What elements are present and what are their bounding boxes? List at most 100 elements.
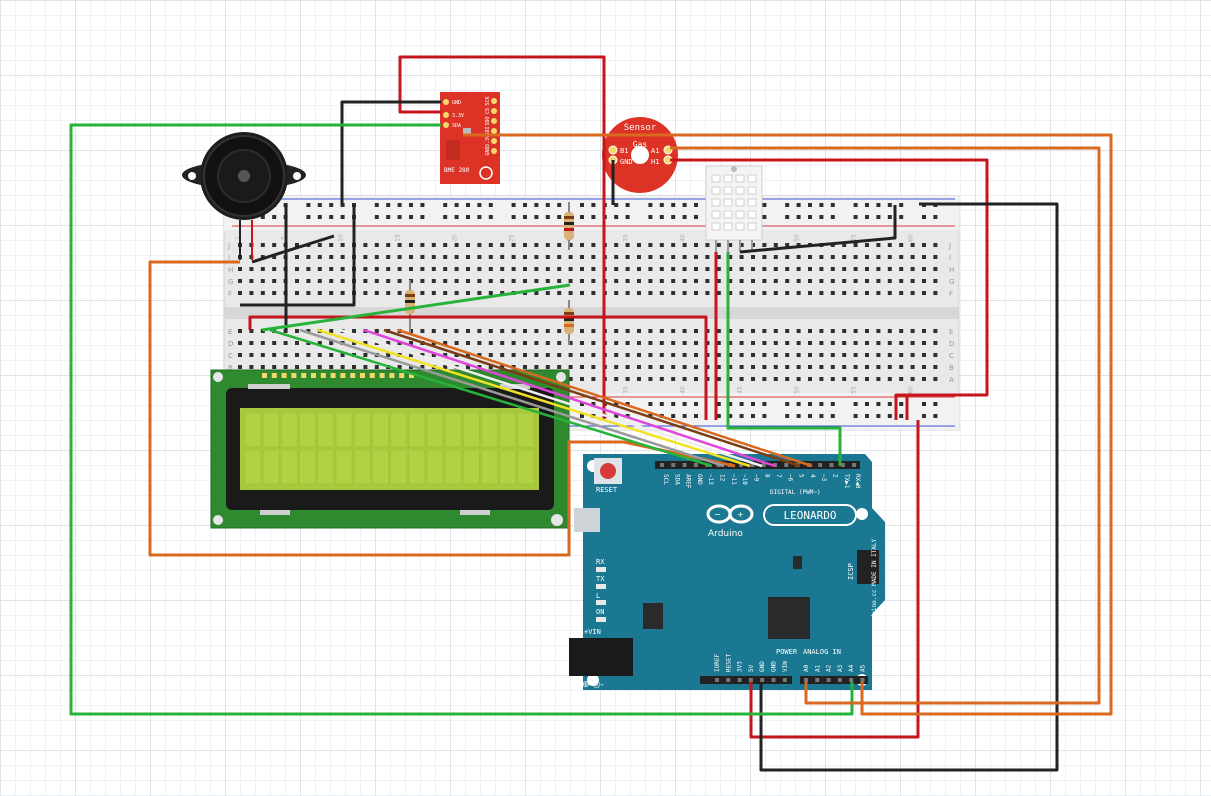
row-letter: J xyxy=(227,242,230,250)
vin-label: +VIN xyxy=(584,628,601,636)
polarity-icon: ⊕-◎- xyxy=(582,680,604,690)
wire-data-gray xyxy=(299,328,725,468)
digital-pin-label: SCL xyxy=(662,474,669,485)
power-header xyxy=(700,676,792,684)
icsp-label: ICSP xyxy=(847,563,855,580)
row-letter: H xyxy=(228,266,233,274)
bme-pin-label: 3.3V xyxy=(452,113,464,119)
wire-black-buzzer-gnd xyxy=(251,234,335,264)
row-letter: A xyxy=(949,376,954,384)
led-tx-label: TX xyxy=(596,575,605,583)
row-letter: F xyxy=(949,290,953,298)
row-letter: C xyxy=(228,352,233,360)
wires xyxy=(69,55,1113,772)
digital-label: DIGITAL (PWM~) xyxy=(770,489,821,496)
digital-pin-label: ~13 xyxy=(707,474,714,485)
column-number: 45 xyxy=(737,386,744,394)
column-number: 5 xyxy=(281,236,288,240)
voltage-regulator xyxy=(643,603,663,629)
arduino-side-text: www.arduino.cc MADE IN ITALY xyxy=(871,538,878,640)
reset-button-cap xyxy=(600,463,616,479)
digital-pin-label: RX◀0 xyxy=(854,474,861,489)
column-number: 40 xyxy=(680,234,687,242)
analog-header xyxy=(800,676,868,684)
lcd-character-cells xyxy=(244,412,535,485)
wire-black-dht-gnd xyxy=(739,205,897,254)
wire-red-bottom-rail xyxy=(894,393,906,420)
power-pin-label: 3V3 xyxy=(737,661,744,672)
row-letter: I xyxy=(228,254,230,262)
lcd-header-pins xyxy=(262,373,414,378)
row-letter: C xyxy=(949,352,954,360)
digital-pin-label: ~11 xyxy=(730,474,737,485)
analog-pin-label: A1 xyxy=(814,664,821,672)
board-name: LEONARDO xyxy=(784,509,837,522)
wire-data-green xyxy=(269,328,713,468)
wire-red-dht-5v xyxy=(670,158,989,420)
piezo-buzzer xyxy=(182,132,306,260)
wire-green-dht-data xyxy=(726,252,842,466)
digital-pin-label: ~6 xyxy=(786,474,793,482)
wire-data-pink xyxy=(363,328,776,468)
gas-sensor-subtitle: Gas xyxy=(633,140,648,149)
column-number: 35 xyxy=(623,386,630,394)
wire-black-bme-gnd xyxy=(340,100,441,205)
board-name-badge xyxy=(763,504,857,526)
power-label: POWER xyxy=(776,648,798,656)
wire-orange-gas-a1 xyxy=(670,146,1101,705)
bme-pin-label: GND xyxy=(452,100,461,106)
wire-orange-buzzer xyxy=(148,260,736,557)
column-number: 35 xyxy=(623,234,630,242)
column-number: 40 xyxy=(680,386,687,394)
svg-text:−: − xyxy=(714,510,721,519)
reset-label: RESET xyxy=(596,486,618,494)
digital-pin-label: 5 xyxy=(798,474,805,478)
digital-pin-label: 4 xyxy=(809,474,816,478)
column-number: 20 xyxy=(452,234,459,242)
arduino-logo-icon: − + xyxy=(706,504,754,524)
power-pin-label: RESET xyxy=(725,654,732,672)
column-number: 50 xyxy=(794,386,801,394)
power-pin-label: GND xyxy=(759,661,766,672)
power-pin-label: VIN xyxy=(782,661,789,672)
wire-green-lcd xyxy=(261,283,571,332)
digital-pin-label: ~9 xyxy=(752,474,759,482)
digital-pin-label: 7 xyxy=(775,474,782,478)
led-rx-label: RX xyxy=(596,558,605,566)
bme-pin-label: SCK xyxy=(485,96,491,105)
analog-label: ANALOG IN xyxy=(803,648,841,656)
wire-data-yellow xyxy=(317,328,751,468)
power-pin-label: GND xyxy=(771,661,778,672)
wire-red-rail xyxy=(248,315,708,420)
analog-pin-label: A0 xyxy=(803,664,810,672)
row-letter: F xyxy=(228,290,232,298)
row-letter: D xyxy=(228,340,233,348)
resistor-bottom xyxy=(564,300,574,345)
column-number: 25 xyxy=(509,234,516,242)
gas-pin-b1: B1 xyxy=(620,147,628,155)
analog-pin-label: A5 xyxy=(860,664,867,672)
bme-pin-label: GND xyxy=(485,146,491,155)
digital-pin-label: 2 xyxy=(832,474,839,478)
gas-pin-a1: A1 xyxy=(651,147,659,155)
column-number: 50 xyxy=(794,234,801,242)
icsp-header xyxy=(857,550,879,584)
gas-pin-gnd: GND xyxy=(620,158,633,166)
digital-pin-label: TX▶1 xyxy=(843,474,850,489)
svg-text:+: + xyxy=(737,510,744,519)
row-letter: G xyxy=(949,278,954,286)
row-letter: B xyxy=(228,364,233,372)
dht-humidity-sensor xyxy=(705,165,763,252)
column-number: 15 xyxy=(395,234,402,242)
digital-pin-label: SDA xyxy=(673,474,680,485)
wire-data-white xyxy=(339,328,763,468)
arduino-brand-label: Arduino xyxy=(708,529,743,539)
bme-pin-label: SDA xyxy=(452,123,461,129)
row-letter: G xyxy=(228,278,233,286)
column-number: 55 xyxy=(851,234,858,242)
